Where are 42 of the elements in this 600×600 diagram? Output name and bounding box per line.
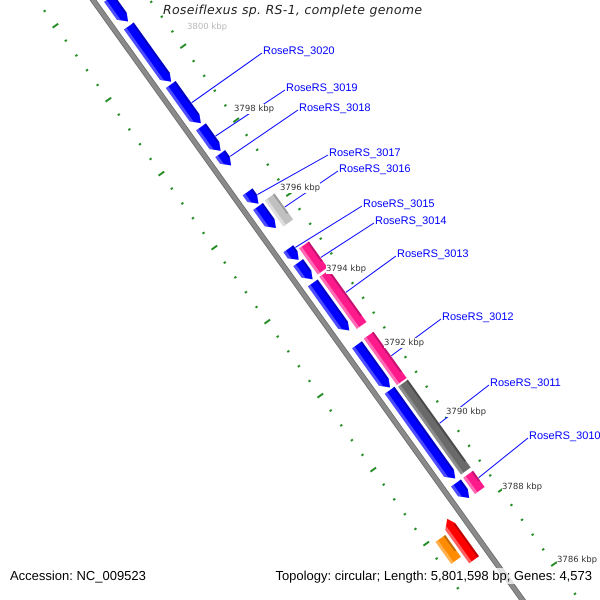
gene-label: RoseRS_3010: [529, 430, 600, 443]
gene-feature: [124, 22, 172, 82]
leader-line: [320, 222, 374, 258]
gene-feature: [166, 81, 201, 124]
gene-feature: [196, 123, 221, 151]
leader-line: [257, 154, 328, 196]
tick-label: 3792 kbp: [384, 338, 424, 348]
gene-label: RoseRS_3013: [397, 248, 469, 261]
tick-label: 3796 kbp: [280, 183, 320, 193]
gene-feature: [451, 479, 470, 498]
gene-block: [435, 534, 461, 564]
gene-feature: [104, 0, 128, 22]
gene-label: RoseRS_3014: [375, 215, 447, 228]
gene-feature: [293, 259, 313, 280]
leader-line: [191, 52, 262, 104]
gene-feature: [283, 245, 299, 260]
gene-label: RoseRS_3012: [442, 311, 514, 324]
gene-block: [299, 241, 328, 274]
leader-line: [294, 206, 362, 248]
tick-label: 3790 kbp: [446, 407, 486, 417]
gene-feature: [308, 279, 350, 331]
gene-label: RoseRS_3020: [263, 45, 335, 58]
gene-label: RoseRS_3019: [286, 82, 358, 95]
tick-label: 3800 kbp: [187, 22, 228, 32]
gene-feature: [215, 150, 232, 166]
genome-summary-text: Topology: circular; Length: 5,801,598 bp; Genes: 4,573: [273, 568, 594, 584]
gene-label: RoseRS_3015: [363, 198, 435, 211]
accession-text: Accession: NC_009523: [8, 568, 148, 584]
gene-label: RoseRS_3018: [299, 102, 371, 115]
gene-feature: [242, 188, 259, 204]
title: Roseiflexus sp. RS-1, complete genome: [163, 2, 422, 18]
tick-label: 3798 kbp: [234, 104, 274, 114]
gene-label: RoseRS_3017: [329, 147, 401, 160]
gene-block: [264, 193, 294, 226]
leader-line: [230, 110, 298, 157]
tick-label: 3794 kbp: [326, 264, 366, 274]
leader-line: [478, 438, 528, 478]
tick-label: 3788 kbp: [502, 482, 542, 492]
leader-line: [345, 256, 396, 293]
gene-label: RoseRS_3011: [490, 377, 561, 390]
tick-label: 3786 kbp: [557, 555, 598, 565]
gene-label: RoseRS_3016: [339, 163, 411, 176]
